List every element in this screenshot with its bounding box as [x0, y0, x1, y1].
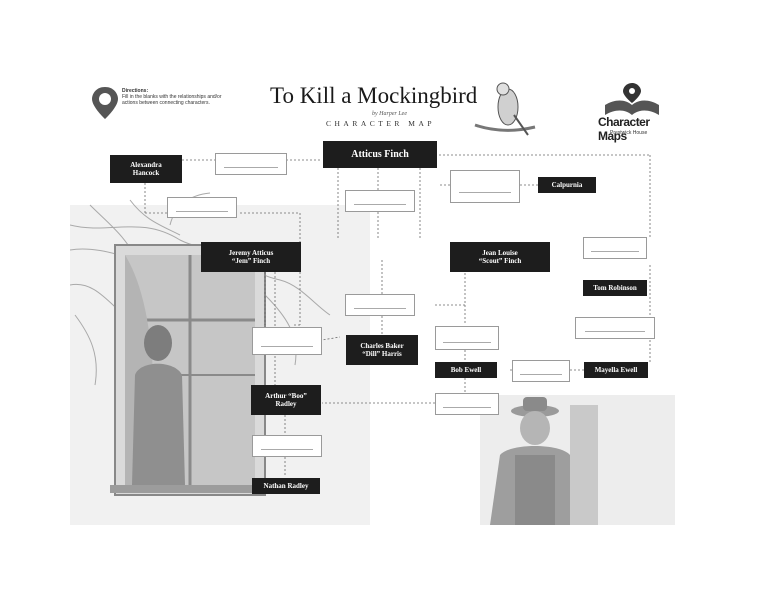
directions-text: Directions: Fill in the blanks with the … — [122, 88, 232, 106]
character-atticus-finch: Atticus Finch — [323, 141, 437, 168]
character-bob-ewell: Bob Ewell — [435, 362, 497, 378]
relationship-blank-boo-nathan[interactable] — [252, 435, 322, 457]
author-byline: by Harper Lee — [372, 111, 407, 117]
relationship-blank-bob-mayella[interactable] — [512, 360, 570, 382]
window-sill — [110, 485, 270, 493]
window-figure-head — [144, 325, 172, 361]
seated-man-sketch — [490, 397, 598, 525]
character-jem-finch: Jeremy Atticus “Jem” Finch — [201, 242, 301, 272]
logo-name: Character Maps — [598, 115, 650, 143]
window-figure-body — [132, 363, 185, 485]
relationship-blank-atticus-children[interactable] — [345, 190, 415, 212]
relationship-blank-atticus-alexandra[interactable] — [215, 153, 287, 175]
character-mayella-ewell: Mayella Ewell — [584, 362, 648, 378]
map-pin-icon — [92, 87, 118, 119]
door-frame — [570, 405, 598, 525]
man-overalls — [515, 455, 555, 525]
character-nathan-radley: Nathan Radley — [252, 478, 320, 494]
window-sketch — [110, 244, 270, 496]
relationship-blank-bob-boo[interactable] — [435, 393, 499, 415]
mockingbird-sketch — [474, 82, 536, 136]
directions-body: Fill in the blanks with the relationship… — [122, 94, 222, 106]
man-face — [520, 411, 550, 445]
open-book-pin-icon — [605, 83, 659, 115]
character-dill-harris: Charles Baker “Dill” Harris — [346, 335, 418, 365]
character-calpurnia: Calpurnia — [538, 177, 596, 193]
directions-heading: Directions: — [122, 88, 149, 94]
relationship-blank-atticus-tom[interactable] — [583, 237, 647, 259]
map-subtitle: CHARACTER MAP — [326, 119, 436, 128]
relationship-blank-atticus-calpurnia[interactable] — [450, 170, 520, 203]
character-scout-finch: Jean Louise “Scout” Finch — [450, 242, 550, 272]
map-title: To Kill a Mockingbird — [270, 83, 478, 108]
relationship-blank-jem-boo[interactable] — [252, 327, 322, 355]
relationship-blank-alexandra-children[interactable] — [167, 197, 237, 218]
relationship-blank-tom-mayella[interactable] — [575, 317, 655, 339]
character-boo-radley: Arthur “Boo” Radley — [251, 385, 321, 415]
hat-crown — [523, 397, 547, 411]
character-tom-robinson: Tom Robinson — [583, 280, 647, 296]
logo-publisher: Prestwick House — [610, 130, 648, 136]
relationship-blank-scout-bob[interactable] — [435, 326, 499, 350]
character-map-sheet: Directions: Fill in the blanks with the … — [70, 75, 675, 525]
relationship-blank-children-dill[interactable] — [345, 294, 415, 316]
character-alexandra-hancock: Alexandra Hancock — [110, 155, 182, 183]
